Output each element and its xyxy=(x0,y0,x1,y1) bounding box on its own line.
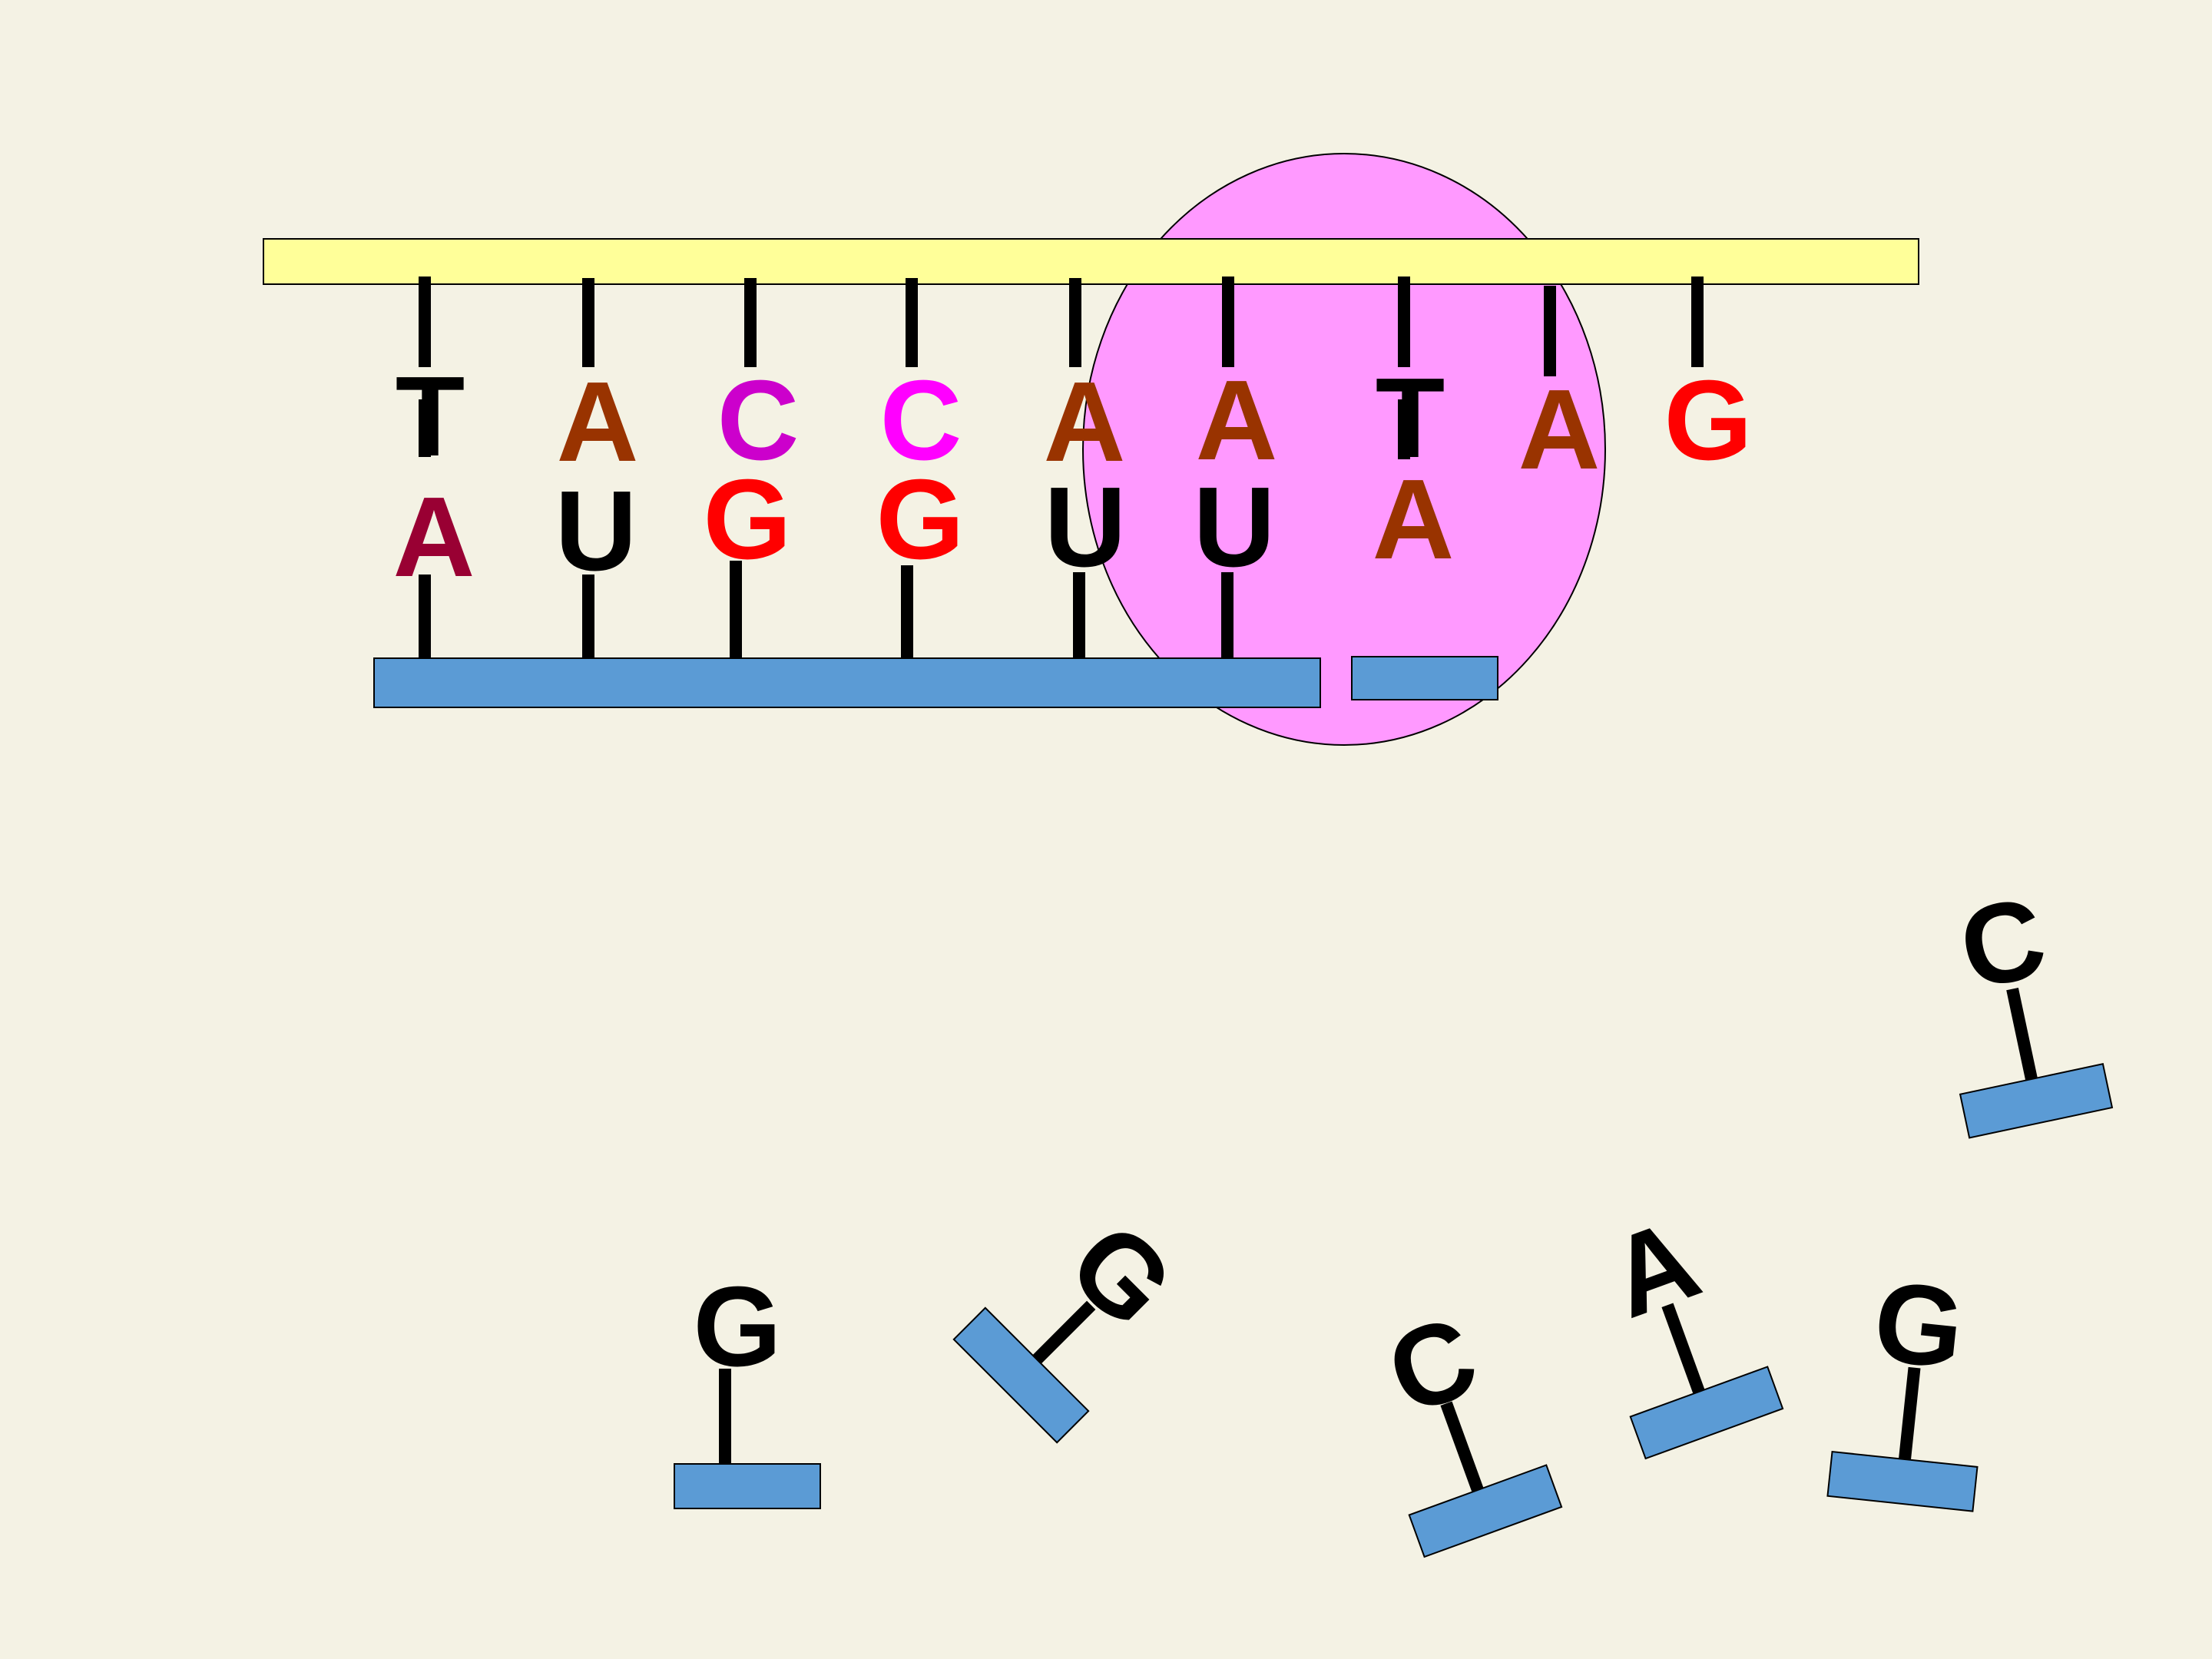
dna-base-3: C xyxy=(717,278,800,484)
nucleotide-stick xyxy=(1032,1300,1096,1364)
dna-template-backbone xyxy=(263,238,1919,285)
nucleotide-letter: A xyxy=(1594,1195,1714,1343)
dna-base-9: G xyxy=(1664,276,1753,484)
mrna-base-letter: A xyxy=(1373,456,1455,583)
mrna-base-1: A xyxy=(393,474,475,659)
free-nucleotide-g-tilted: G xyxy=(952,1199,1197,1444)
mrna-base-4: G xyxy=(876,456,965,659)
free-nucleotide-c-lower: C xyxy=(1373,1292,1563,1558)
mrna-base-letter: U xyxy=(1194,464,1276,591)
nucleotide-stick xyxy=(1440,1401,1484,1492)
mrna-base-7: A xyxy=(1373,456,1455,583)
nucleotide-letter: C xyxy=(1373,1292,1493,1439)
nucleotide-sugar-block xyxy=(952,1306,1090,1444)
dna-base-1: T xyxy=(396,276,465,480)
dna-base-letter: A xyxy=(1518,366,1601,493)
mrna-base-letter: G xyxy=(876,456,964,583)
mrna-base-letter: G xyxy=(703,456,791,583)
nucleotide-sugar-block xyxy=(1629,1366,1784,1460)
dna-base-letter: A xyxy=(1044,359,1126,485)
free-nucleotide-g-right: G xyxy=(1826,1257,1979,1512)
nucleotide-stick xyxy=(1899,1366,1921,1460)
nucleotide-stick xyxy=(2006,987,2038,1081)
nucleotide-sugar-block xyxy=(1408,1464,1563,1558)
rna-polymerase-ellipse xyxy=(1082,153,1606,746)
dna-base-letter: A xyxy=(557,359,639,485)
free-nucleotide-g-upright: G xyxy=(674,1263,821,1509)
mrna-base-letter: U xyxy=(555,468,637,594)
dna-base-letter: A xyxy=(1196,357,1278,484)
dna-base-letter: G xyxy=(1664,357,1752,484)
nucleotide-stick xyxy=(1661,1303,1705,1394)
nucleotide-letter: G xyxy=(693,1263,781,1390)
mrna-base-letter: U xyxy=(1045,464,1127,591)
dna-base-5: A xyxy=(1044,278,1126,485)
mrna-base-5: U xyxy=(1045,464,1127,659)
nucleotide-letter: C xyxy=(1949,873,2056,1015)
mrna-base-letter: A xyxy=(393,474,475,601)
mrna-backbone xyxy=(373,657,1321,708)
mrna-base-6: U xyxy=(1194,464,1276,659)
dna-base-7: T xyxy=(1376,276,1445,482)
mrna-base-2: U xyxy=(555,468,637,659)
mrna-incoming-segment xyxy=(1351,656,1498,700)
free-nucleotide-a: A xyxy=(1594,1195,1784,1460)
dna-template-bases: T A C C A A T A xyxy=(396,276,1753,493)
free-nucleotides: G G C A G C xyxy=(674,873,2114,1558)
nucleotide-sugar-block xyxy=(674,1463,821,1509)
dna-base-4: C xyxy=(880,278,962,484)
dna-base-8: A xyxy=(1518,286,1601,493)
dna-base-letter: C xyxy=(717,357,800,484)
mrna-base-3: G xyxy=(703,456,792,659)
nucleotide-letter: G xyxy=(1868,1257,1969,1392)
dna-base-6: A xyxy=(1196,276,1278,484)
nucleotide-sugar-block xyxy=(1826,1450,1979,1512)
mrna-bases: A U G G U U A xyxy=(393,456,1455,659)
free-nucleotide-c-upper: C xyxy=(1949,873,2114,1139)
dna-base-2: A xyxy=(557,278,639,485)
dna-base-letter: C xyxy=(880,357,962,484)
